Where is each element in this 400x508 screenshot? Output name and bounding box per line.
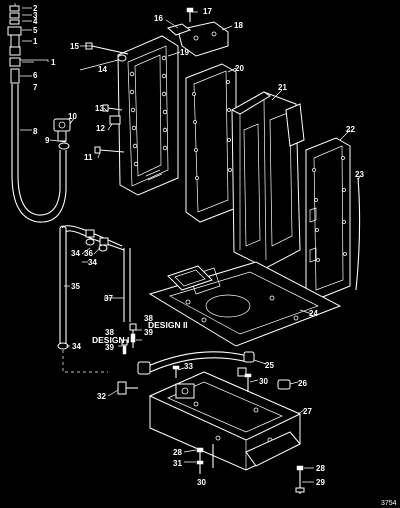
- bolt-13: [102, 104, 123, 112]
- callout-3: 3: [33, 11, 38, 20]
- callout-4: 4: [33, 17, 38, 26]
- base-adapter-27: [148, 371, 302, 471]
- callout-20: 20: [235, 64, 244, 73]
- fitting-design-two: [129, 323, 137, 348]
- callouts: 2 3 4 5 1 1 6 7 8 9 10 15 14 13 12 11 16…: [33, 4, 364, 487]
- bolt-33: [172, 365, 180, 378]
- gasket-22: [305, 137, 351, 299]
- hose-fitting-right: [243, 351, 255, 363]
- bolt-11: [94, 146, 125, 154]
- hose-fitting-left: [137, 361, 151, 375]
- exhaust-chamber-21: [230, 91, 305, 269]
- callout-34-mid: 34: [88, 258, 97, 267]
- callout-35: 35: [71, 282, 80, 291]
- callout-25: 25: [265, 361, 274, 370]
- bolt-30-upper: [244, 373, 252, 392]
- cover-plate-19: [117, 35, 179, 196]
- callout-28-left: 28: [173, 448, 182, 457]
- bolt-15: [85, 42, 129, 55]
- callout-16: 16: [154, 14, 163, 23]
- callout-29: 29: [316, 478, 325, 487]
- spacer-12: [109, 115, 121, 125]
- callout-6: 6: [33, 71, 38, 80]
- hose-8: [11, 84, 67, 223]
- fitting-32: [117, 381, 138, 395]
- callout-2: 2: [33, 4, 38, 13]
- plate-16: [166, 23, 192, 36]
- crossover-hose: [147, 351, 249, 373]
- callout-38-design-two: 38: [144, 314, 153, 323]
- callout-36: 36: [84, 249, 93, 258]
- callout-17: 17: [203, 7, 212, 16]
- callout-28-right: 28: [316, 464, 325, 473]
- washer-14: [117, 54, 127, 62]
- callout-27: 27: [303, 407, 312, 416]
- hose-35: [59, 225, 67, 346]
- gasket-top-small: [167, 265, 213, 291]
- callout-15: 15: [70, 42, 79, 51]
- fitting-26: [277, 379, 291, 390]
- clamp-9: [58, 142, 70, 150]
- gasket-20: [185, 63, 237, 223]
- leader-lines: [20, 7, 361, 483]
- callout-37: 37: [104, 294, 113, 303]
- callout-1: 1: [51, 58, 56, 67]
- callout-7: 7: [33, 83, 38, 92]
- hose-bridge: [61, 225, 125, 251]
- callout-26: 26: [298, 379, 307, 388]
- callout-39-design-one: 39: [105, 343, 114, 352]
- callout-8: 8: [33, 127, 38, 136]
- callout-34-top: 34: [71, 249, 80, 258]
- callout-21: 21: [278, 83, 287, 92]
- design-two-label: DESIGN II: [148, 320, 188, 330]
- callout-18: 18: [234, 21, 243, 30]
- screw-17: [186, 7, 194, 22]
- callout-12: 12: [96, 124, 105, 133]
- bolt-28-31: [196, 447, 204, 474]
- callout-9: 9: [45, 136, 50, 145]
- fitting-design-one: [121, 339, 128, 355]
- figure-id: 3754: [381, 500, 397, 507]
- callout-39-design-two: 39: [144, 328, 153, 337]
- seal-strip-23: [355, 177, 361, 291]
- callout-30-lower: 30: [197, 478, 206, 487]
- callout-31: 31: [173, 459, 182, 468]
- callout-24: 24: [309, 309, 318, 318]
- callout-38-design-one: 38: [105, 328, 114, 337]
- callout-5: 5: [33, 26, 38, 35]
- callout-32: 32: [97, 392, 106, 401]
- callout-33: 33: [184, 362, 193, 371]
- callout-30-upper: 30: [259, 377, 268, 386]
- bolt-28-29: [295, 465, 305, 494]
- callout-1-upper: 1: [33, 37, 38, 46]
- callout-11: 11: [84, 153, 93, 162]
- callout-34-bottom: 34: [72, 342, 81, 351]
- hose-37: [123, 248, 131, 322]
- fitting-25: [237, 367, 247, 377]
- hose-fitting-stack: [7, 3, 22, 84]
- clamp-34: [57, 238, 108, 350]
- bracket-18: [177, 21, 229, 57]
- callout-23: 23: [355, 170, 364, 179]
- dashed-guide-left: [62, 350, 108, 373]
- callout-13: 13: [95, 104, 104, 113]
- callout-10: 10: [68, 112, 77, 121]
- callout-22: 22: [346, 125, 355, 134]
- callout-14: 14: [98, 65, 107, 74]
- callout-19: 19: [180, 48, 189, 57]
- elbow-fitting-10: [53, 118, 71, 142]
- design-one-label: DESIGN I: [92, 335, 129, 345]
